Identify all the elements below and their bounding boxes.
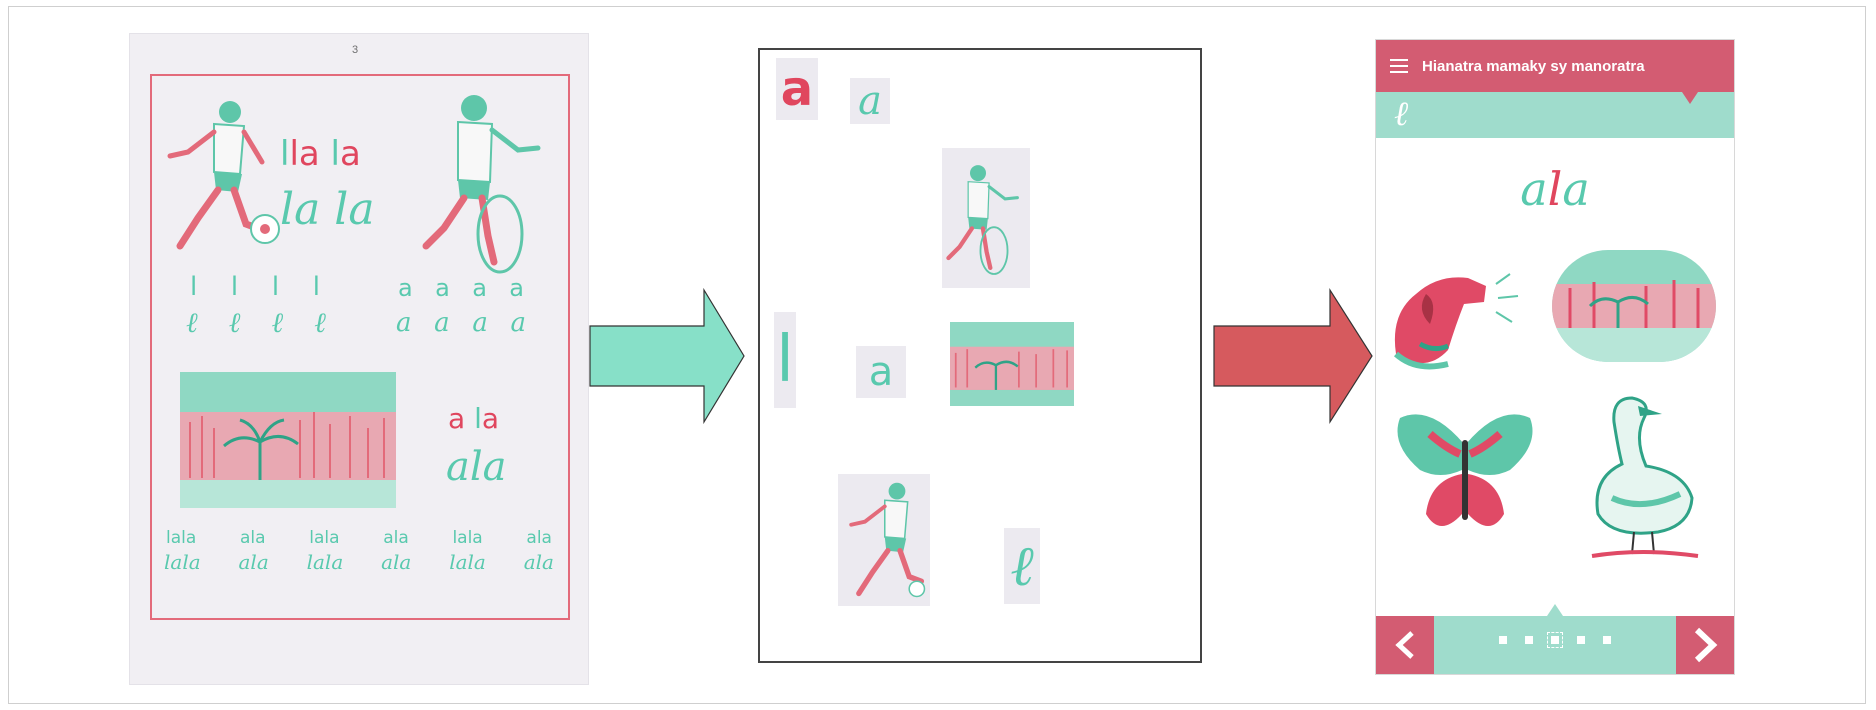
chevron-left-icon — [1395, 631, 1414, 659]
lesson-word: ala — [1376, 162, 1734, 216]
word: lala — [452, 528, 483, 548]
word-part: a — [1520, 162, 1548, 216]
current-letter: ℓ — [1394, 94, 1409, 134]
word: lala — [449, 550, 486, 574]
hamburger-menu-icon[interactable] — [1390, 59, 1408, 73]
word: lala — [309, 528, 340, 548]
page-number: 3 — [352, 44, 359, 56]
figure-frame — [8, 6, 1866, 704]
word-print: a la — [448, 402, 500, 435]
word: lala — [306, 550, 344, 574]
word: ala — [383, 528, 409, 548]
letters-a-cursive-row: a a a a — [396, 308, 526, 338]
soccer-ball-icon — [250, 214, 280, 244]
page-dot[interactable] — [1525, 636, 1533, 644]
letter: a — [434, 308, 450, 338]
barking-dog-image[interactable] — [1386, 254, 1536, 380]
word: ala — [523, 550, 554, 574]
word: ala — [238, 550, 269, 574]
goose-image[interactable] — [1572, 388, 1712, 568]
letter: l — [230, 272, 239, 302]
letter: a — [472, 274, 487, 302]
page-dot[interactable] — [1603, 636, 1611, 644]
bottom-print-words: lala ala lala ala lala ala — [166, 528, 552, 548]
letters-a-print-row: a a a a — [398, 274, 524, 302]
letter: l — [190, 272, 198, 302]
row1-print-syllables: lla la — [280, 134, 361, 174]
asset-letter-a-print: a — [856, 346, 906, 398]
letter: ℓ — [271, 306, 284, 339]
word-part: a — [1562, 162, 1590, 216]
letter: a — [509, 274, 524, 302]
letter-bar-notch — [1682, 92, 1698, 104]
asset-boy-kicking-ball — [838, 474, 930, 606]
letters-l-print-row: l l l l — [190, 272, 320, 302]
reading-app-screen: Hianatra mamaky sy manoratra ℓ ala — [1376, 40, 1734, 674]
letter: ℓ — [314, 306, 326, 339]
page-dot-active[interactable] — [1547, 632, 1563, 648]
app-header: Hianatra mamaky sy manoratra — [1376, 40, 1734, 92]
page-red-border — [150, 74, 570, 620]
asset-letter-l-print: l — [774, 312, 796, 408]
word: ala — [526, 528, 552, 548]
boy-with-hoop-illustration — [422, 95, 541, 274]
next-button[interactable] — [1676, 616, 1734, 674]
extracted-assets-panel: a a l a — [758, 48, 1202, 663]
letter: a — [396, 308, 412, 338]
page-dot[interactable] — [1577, 636, 1585, 644]
letter: a — [472, 308, 488, 338]
current-letter-bar — [1376, 92, 1734, 138]
word: lala — [166, 528, 197, 548]
word-highlight: l — [1547, 162, 1563, 216]
asset-palm-landscape — [950, 322, 1074, 406]
pagination-dots — [1376, 632, 1734, 648]
letter: l — [271, 272, 280, 302]
letter: a — [435, 274, 450, 302]
word: lala — [164, 550, 201, 574]
bottom-bar-notch — [1547, 604, 1563, 616]
word: ala — [239, 528, 266, 548]
palm-landscape-illustration — [180, 372, 396, 508]
row1-cursive-syllables: la la — [280, 184, 375, 235]
letters-l-cursive-row: ℓ ℓ ℓ ℓ — [186, 306, 326, 340]
page-dot[interactable] — [1499, 636, 1507, 644]
arrow-right-red-icon — [1212, 286, 1376, 426]
boy-kicking-ball-illustration — [167, 101, 266, 250]
letter: l — [312, 272, 320, 302]
book-page-scan: 3 lla la la la l l l l ℓ ℓ ℓ — [130, 34, 588, 684]
word: ala — [381, 550, 412, 574]
chevron-right-icon — [1694, 627, 1718, 663]
butterfly-image[interactable] — [1390, 404, 1540, 544]
previous-button[interactable] — [1376, 616, 1434, 674]
app-title: Hianatra mamaky sy manoratra — [1422, 57, 1645, 75]
asset-letter-a-red: a — [776, 58, 818, 120]
letter: ℓ — [186, 306, 198, 339]
asset-letter-l-cursive: ℓ — [1004, 528, 1040, 604]
letter: a — [510, 308, 526, 338]
pagination-bar — [1376, 616, 1734, 674]
asset-letter-a-cursive: a — [850, 78, 890, 124]
letter: ℓ — [228, 306, 241, 339]
word-cursive: ala — [446, 444, 507, 490]
letter: a — [398, 274, 413, 302]
arrow-right-teal-icon — [588, 286, 748, 426]
asset-boy-with-hoop — [942, 148, 1030, 288]
landscape-oval-image[interactable] — [1550, 248, 1718, 364]
bottom-cursive-words: lala ala lala ala lala ala — [164, 550, 554, 574]
